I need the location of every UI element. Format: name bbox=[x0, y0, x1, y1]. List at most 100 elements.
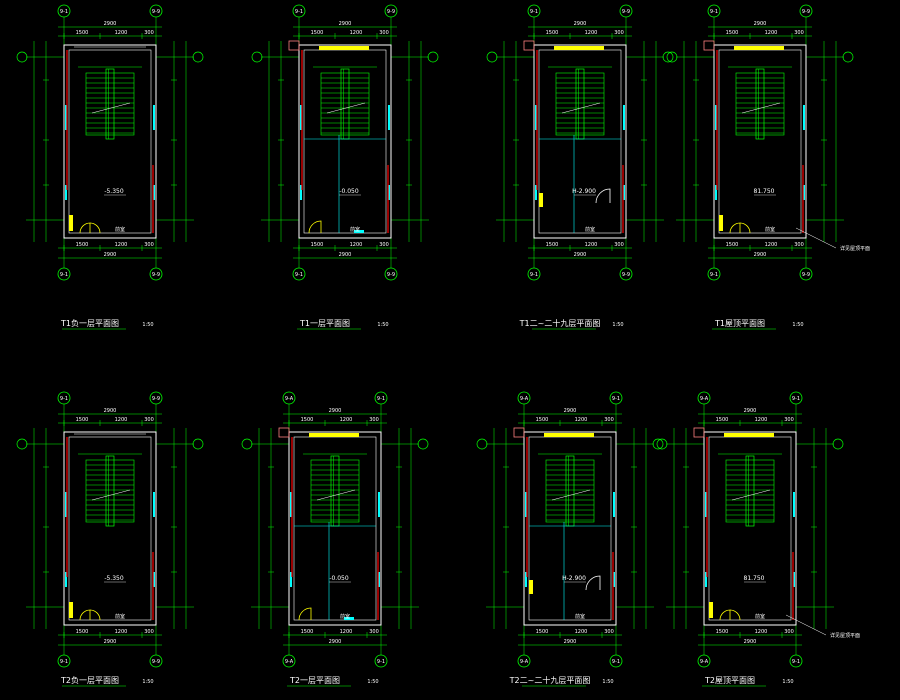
side-bubble-top-left bbox=[476, 438, 488, 450]
bottom-dim-value: 1200 bbox=[350, 242, 363, 248]
plan-scale: 1:50 bbox=[142, 679, 153, 685]
bottom-dim-value: 1500 bbox=[536, 629, 549, 635]
bottom-dim-value: 1200 bbox=[765, 242, 778, 248]
side-bubble-top-right bbox=[427, 51, 439, 63]
walk-arrow bbox=[731, 489, 771, 501]
door-leaf-left bbox=[719, 609, 731, 621]
bottom-dim-value: 300 bbox=[604, 629, 614, 635]
top-axis-bubble-right-circle bbox=[789, 391, 803, 405]
top-left-shaft bbox=[513, 427, 525, 438]
side-bubble-top-right bbox=[652, 438, 664, 450]
stair-flight bbox=[725, 459, 775, 523]
door-frame bbox=[719, 215, 723, 231]
bottom-axis-bubble-left-circle bbox=[517, 654, 531, 668]
top-left-shaft bbox=[288, 40, 300, 51]
bottom-axis-bubble-right-label: 9-9 bbox=[152, 659, 160, 665]
bottom-dim-value: 1500 bbox=[716, 629, 729, 635]
bottom-axis-bubble-right-label: 9-1 bbox=[792, 659, 800, 665]
door-label: 前室 bbox=[340, 613, 350, 620]
bottom-axis-bubble-left-circle bbox=[707, 267, 721, 281]
top-dim-value: 1200 bbox=[115, 417, 128, 423]
plan-scale: 1:50 bbox=[792, 322, 803, 328]
plan-caption: T1一层平面图 bbox=[299, 319, 350, 328]
top-total-dim: 2900 bbox=[564, 408, 577, 414]
outer-wall bbox=[523, 431, 617, 626]
top-window-band bbox=[554, 46, 604, 50]
door-swing bbox=[595, 188, 611, 204]
side-bubble-top-left bbox=[16, 438, 28, 450]
walk-arrow bbox=[91, 489, 131, 501]
inner-wall bbox=[68, 436, 152, 621]
outer-wall bbox=[703, 431, 797, 626]
plan-caption: T2负一层平面图 bbox=[60, 675, 119, 685]
door-leaf-left bbox=[79, 222, 91, 234]
bottom-dim-value: 300 bbox=[784, 629, 794, 635]
door-leaf bbox=[298, 607, 312, 621]
bottom-axis-bubble-right-circle bbox=[619, 267, 633, 281]
door-leaf bbox=[308, 220, 322, 234]
top-axis-bubble-left-label: 9-1 bbox=[710, 9, 718, 15]
outer-wall bbox=[713, 44, 807, 239]
door-leaf-right bbox=[89, 222, 101, 234]
bottom-axis-bubble-right-circle bbox=[149, 267, 163, 281]
top-axis-bubble-right-label: 9-1 bbox=[612, 396, 620, 402]
bottom-total-dim: 2900 bbox=[574, 252, 587, 258]
bottom-axis-bubble-right-circle bbox=[149, 654, 163, 668]
top-dim-value: 1500 bbox=[311, 30, 324, 36]
top-axis-bubble-right-label: 9-9 bbox=[802, 9, 810, 15]
plan-caption: T2一层平面图 bbox=[289, 676, 340, 685]
inner-wall bbox=[68, 49, 152, 234]
door-label: 前室 bbox=[350, 226, 360, 233]
stair-well bbox=[755, 68, 765, 140]
stair-flight bbox=[320, 72, 370, 136]
bottom-total-dim: 2900 bbox=[339, 252, 352, 258]
top-axis-bubble-left-circle bbox=[282, 391, 296, 405]
bottom-axis-bubble-left-label: 9-1 bbox=[710, 272, 718, 278]
bottom-axis-bubble-right-circle bbox=[789, 654, 803, 668]
top-total-dim: 2900 bbox=[744, 408, 757, 414]
bottom-dim-value: 1500 bbox=[301, 629, 314, 635]
top-axis-bubble-right-label: 9-9 bbox=[387, 9, 395, 15]
bottom-dim-value: 1500 bbox=[726, 242, 739, 248]
note-text: 详见屋顶平面 bbox=[840, 245, 870, 252]
bottom-axis-bubble-right-circle bbox=[374, 654, 388, 668]
top-dim-value: 300 bbox=[614, 30, 624, 36]
top-axis-bubble-right-circle bbox=[619, 4, 633, 18]
walk-arrow bbox=[91, 102, 131, 114]
top-axis-bubble-right-label: 9-9 bbox=[152, 396, 160, 402]
bottom-dim-value: 1200 bbox=[115, 242, 128, 248]
door-leaf-right bbox=[89, 609, 101, 621]
side-bubble-top-right bbox=[832, 438, 844, 450]
bottom-axis-bubble-left-label: 9-A bbox=[285, 659, 294, 665]
top-axis-bubble-left-circle bbox=[57, 391, 71, 405]
walk-arrow bbox=[326, 102, 366, 114]
top-axis-bubble-left-label: 9-A bbox=[520, 396, 529, 402]
top-axis-bubble-right-label: 9-1 bbox=[377, 396, 385, 402]
bottom-total-dim: 2900 bbox=[744, 639, 757, 645]
top-left-shaft bbox=[278, 427, 290, 438]
top-window-band bbox=[734, 46, 784, 50]
top-total-dim: 2900 bbox=[329, 408, 342, 414]
elevation-label: -5.350 bbox=[104, 575, 124, 582]
top-dim-value: 1200 bbox=[585, 30, 598, 36]
plan-caption: T1二~二十九层平面图 bbox=[519, 318, 601, 328]
bottom-dim-value: 1200 bbox=[115, 629, 128, 635]
vent-grille bbox=[354, 230, 364, 233]
top-window-band bbox=[319, 46, 369, 50]
side-bubble-top-left bbox=[486, 51, 498, 63]
bottom-axis-bubble-left-circle bbox=[57, 267, 71, 281]
outer-wall bbox=[533, 44, 627, 239]
top-window-band bbox=[544, 433, 594, 437]
bottom-dim-value: 300 bbox=[794, 242, 804, 248]
stair-well bbox=[105, 455, 115, 527]
bottom-axis-bubble-left-circle bbox=[282, 654, 296, 668]
plan-scale: 1:50 bbox=[602, 679, 613, 685]
top-total-dim: 2900 bbox=[574, 21, 587, 27]
stair-flight bbox=[735, 72, 785, 136]
top-axis-bubble-right-circle bbox=[384, 4, 398, 18]
side-bubble-top-left bbox=[666, 51, 678, 63]
top-left-shaft bbox=[703, 40, 715, 51]
side-bubble-top-left bbox=[656, 438, 668, 450]
